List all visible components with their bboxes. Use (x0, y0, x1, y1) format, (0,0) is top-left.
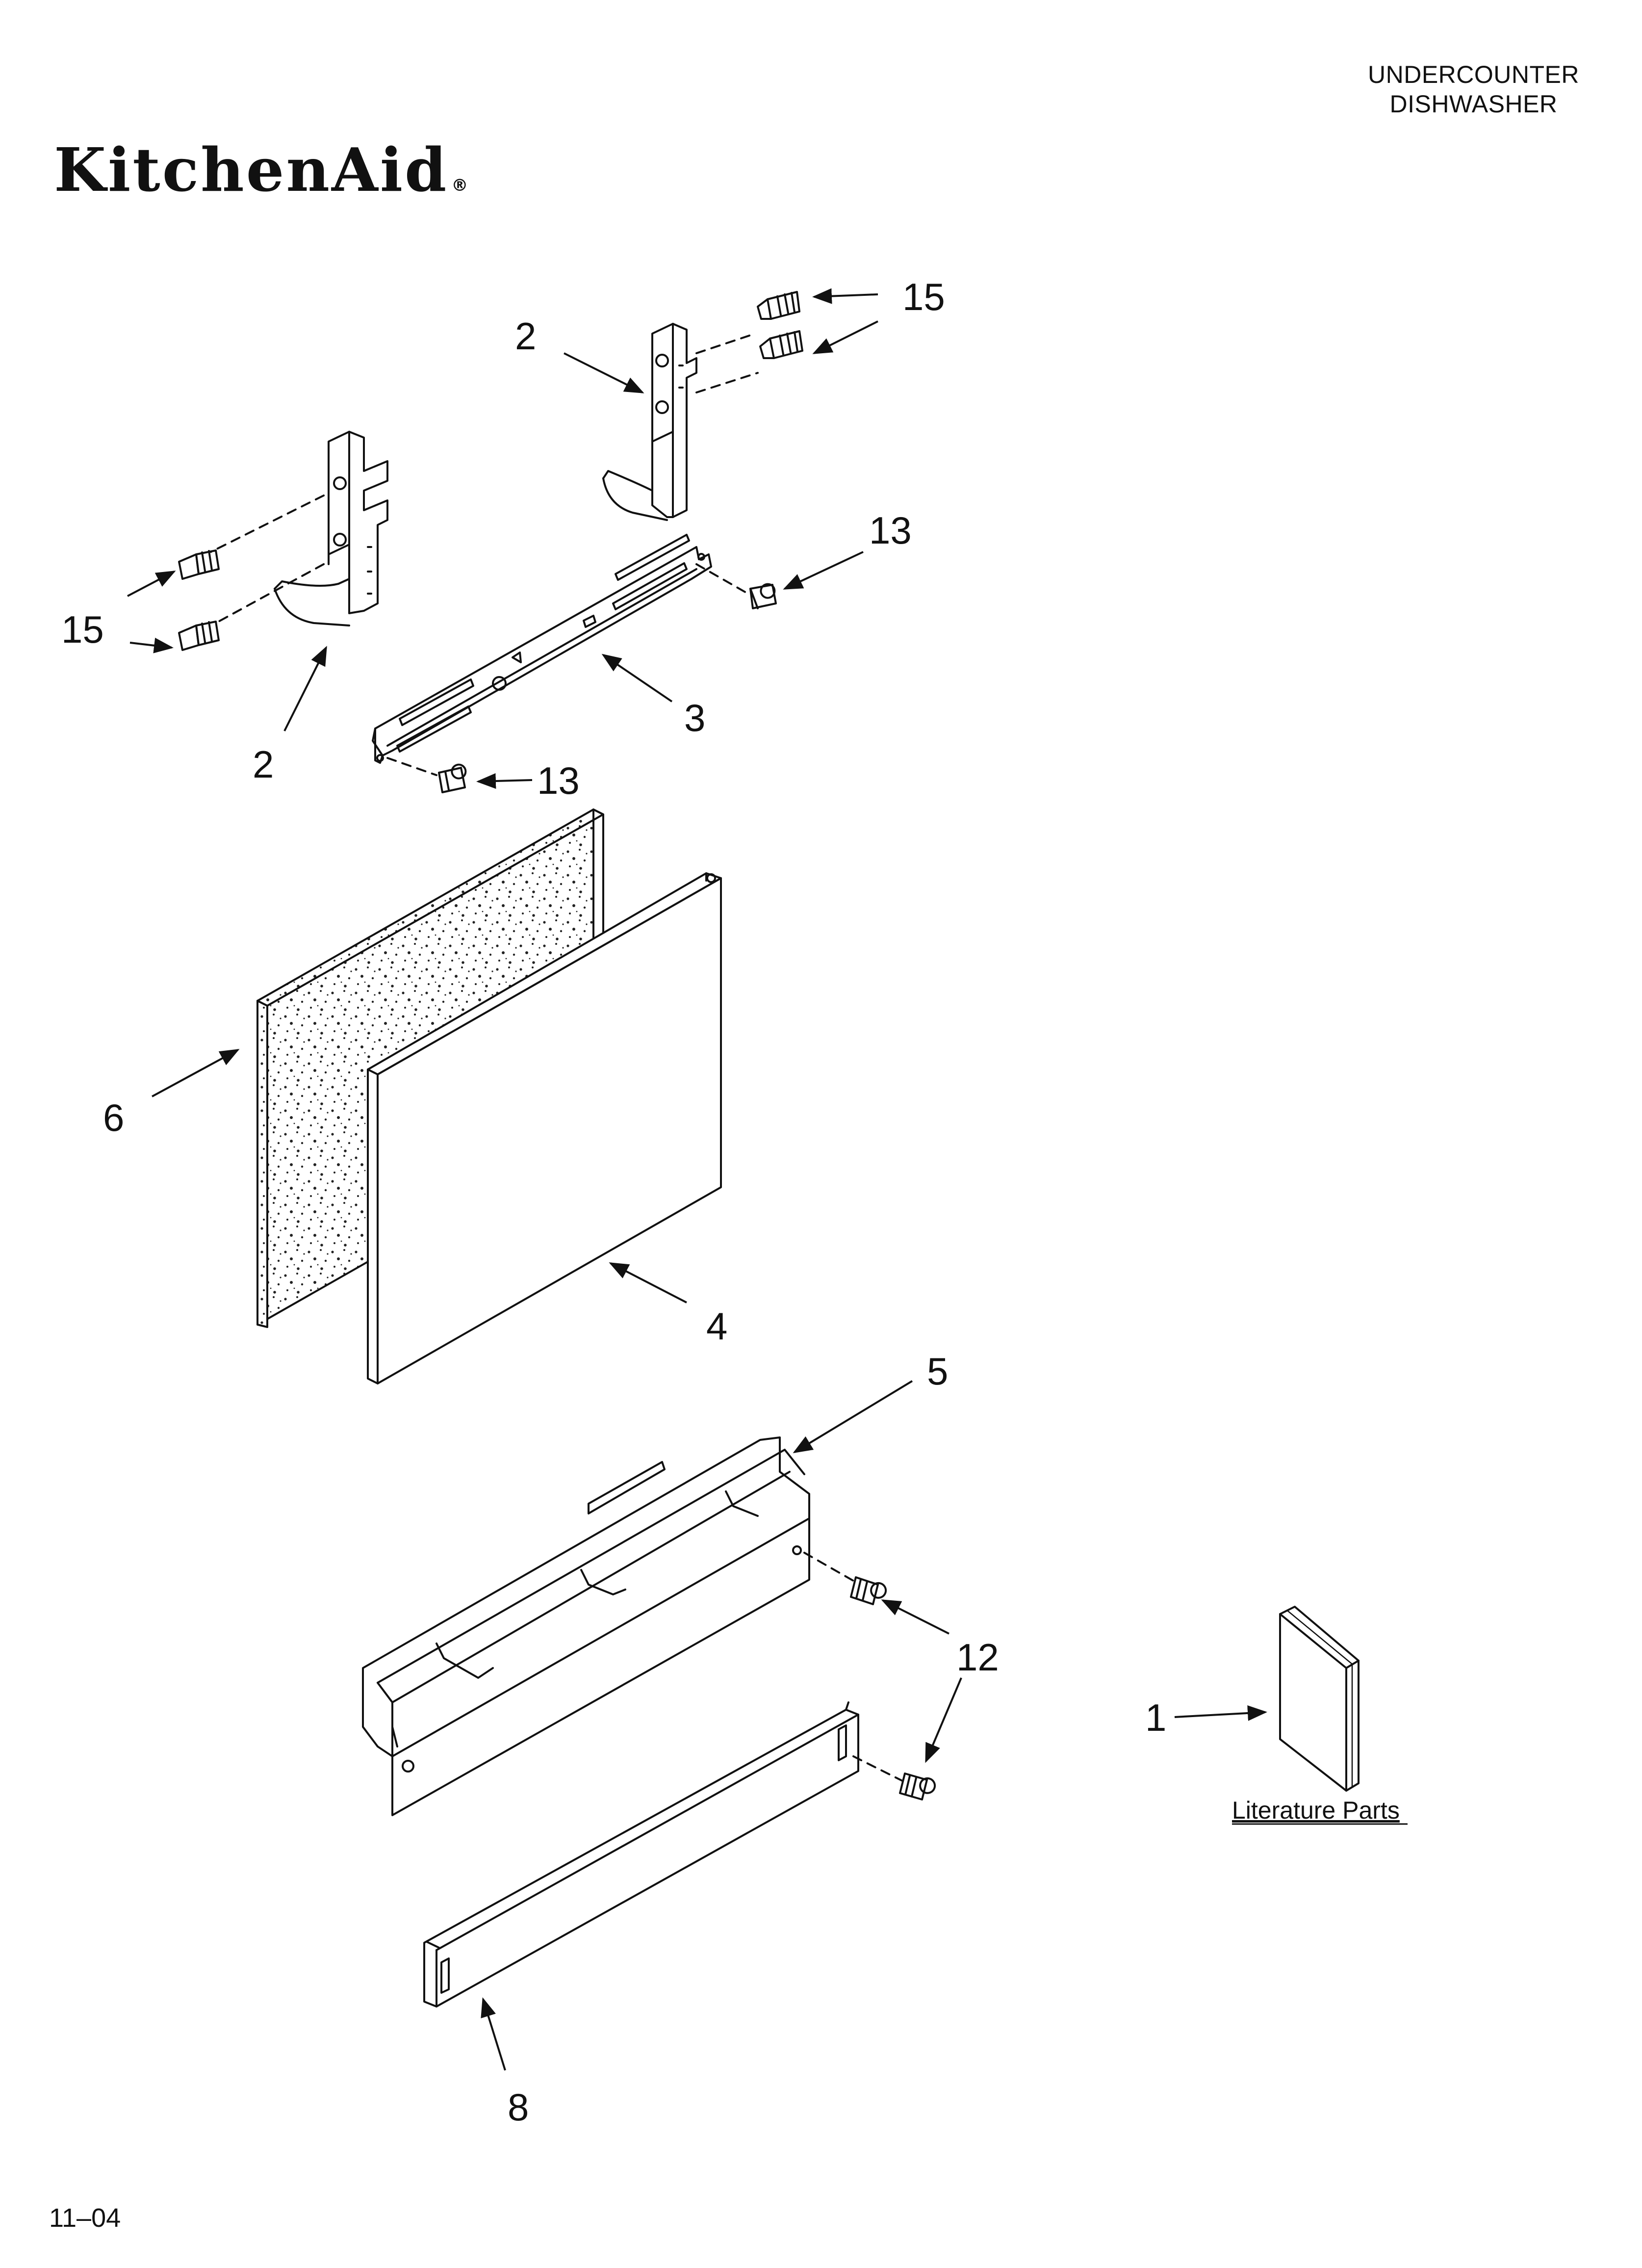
brand-name: KitchenAid (54, 134, 449, 205)
header-title: UNDERCOUNTER DISHWASHER (1368, 60, 1579, 119)
screw-top-2 (759, 330, 803, 359)
callout-6: 6 (103, 1096, 124, 1139)
screw-left-2 (178, 621, 220, 651)
bracket-left (274, 431, 388, 626)
brand-logo: KitchenAid® (54, 140, 470, 200)
arrow-6 (152, 1049, 240, 1097)
arrow-3 (601, 653, 673, 703)
leader-screw-top-1 (695, 333, 756, 354)
callout-arrows (127, 288, 1267, 2071)
arrow-12-a (881, 1599, 949, 1635)
literature-booklet (1279, 1606, 1360, 1792)
arrow-2-left (283, 646, 327, 731)
callout-5: 5 (927, 1350, 948, 1393)
arrow-15-left-a (127, 571, 176, 597)
leader-screw-top-2 (695, 372, 759, 393)
callout-2-left: 2 (253, 743, 274, 786)
title-line-2: DISHWASHER (1389, 90, 1558, 118)
screw-left-1 (178, 549, 220, 580)
bracket-upper (602, 323, 697, 521)
arrow-1 (1174, 1705, 1267, 1721)
callout-3: 3 (684, 696, 705, 739)
callout-13-right: 13 (869, 509, 912, 552)
toe-kick-strip (423, 1701, 859, 2007)
callout-8: 8 (508, 2086, 529, 2129)
arrow-5 (793, 1380, 913, 1454)
callout-15-left: 15 (61, 608, 104, 651)
callout-4: 4 (706, 1304, 727, 1348)
toe-kick-frame (362, 1436, 810, 1816)
leader-screw-frame (803, 1552, 857, 1583)
door-panel (367, 872, 722, 1384)
callout-15-top: 15 (902, 275, 945, 318)
callout-13-bottom: 13 (537, 759, 580, 802)
screw-frame (850, 1576, 887, 1605)
arrow-15-top-b (812, 320, 878, 354)
screw-rail-right (749, 583, 777, 609)
literature-parts-label: Literature Parts (1232, 1797, 1400, 1824)
arrow-8 (481, 1997, 506, 2071)
arrow-13-right (783, 551, 864, 590)
title-line-1: UNDERCOUNTER (1368, 61, 1579, 88)
leader-screw-strip (852, 1755, 903, 1782)
mounting-rail (372, 534, 712, 764)
arrow-4 (609, 1262, 687, 1303)
arrow-13-bottom (476, 773, 533, 789)
arrow-15-top-a (812, 288, 878, 304)
callout-1: 1 (1145, 1696, 1166, 1739)
screw-strip (899, 1773, 936, 1800)
screw-rail-left (438, 763, 467, 793)
revision-code: 11–04 (49, 2203, 121, 2233)
leader-screw-left-2 (215, 563, 325, 624)
leader-screw-rail-left (386, 757, 437, 776)
arrow-12-b (925, 1677, 962, 1763)
callout-2-top: 2 (515, 314, 536, 358)
leader-screw-left-1 (210, 495, 325, 553)
registered-mark: ® (451, 176, 470, 195)
callout-12: 12 (956, 1636, 999, 1679)
leader-screw-rail-right (695, 563, 749, 595)
arrow-2-top (564, 352, 644, 393)
screw-top-1 (757, 291, 800, 320)
arrow-15-left-b (129, 637, 174, 653)
